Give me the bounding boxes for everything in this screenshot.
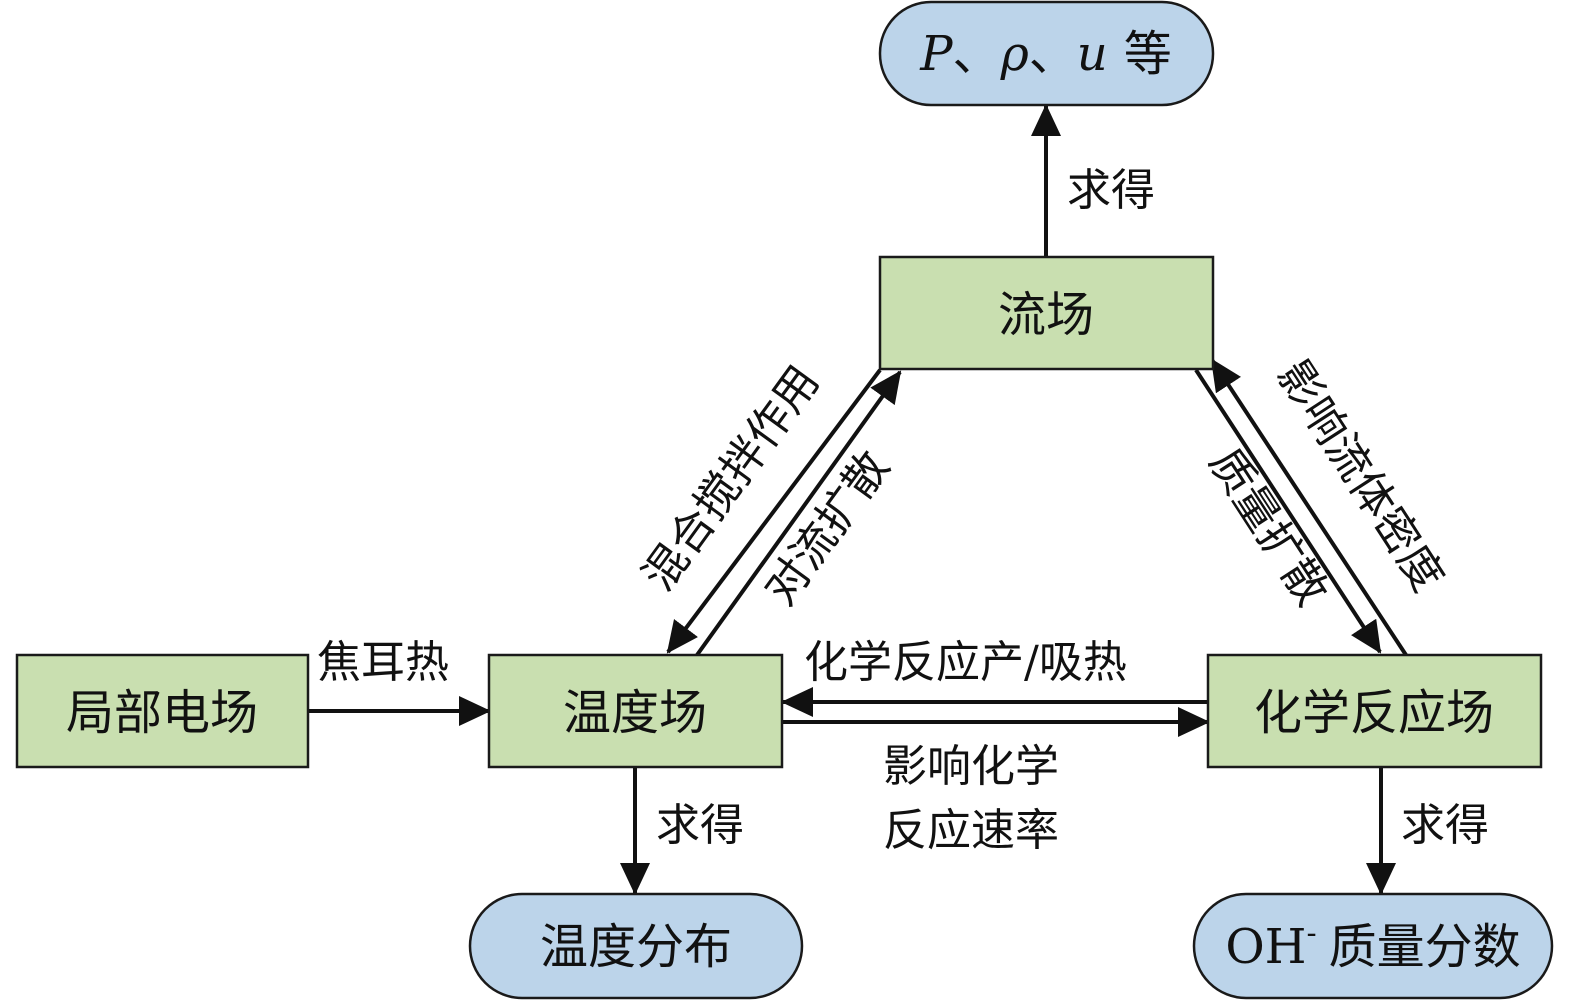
flow-result-suffix: 等	[1124, 26, 1172, 82]
temperature-distribution-pill: 温度分布	[468, 892, 804, 1000]
reaction-rate-label-line2: 反应速率	[883, 805, 1059, 856]
temperature-distribution-edge-label: 求得	[656, 800, 744, 851]
temperature-field-node: 温度场	[487, 653, 784, 769]
svg-text:P、ρ、u等: P、ρ、u等	[919, 26, 1171, 82]
edge-flow-to-temperature	[666, 368, 882, 654]
reaction-rate-label-line1: 影响化学	[883, 741, 1059, 792]
chemical-reaction-field-node: 化学反应场	[1206, 653, 1543, 769]
reaction-heat-label: 化学反应产/吸热	[804, 637, 1127, 688]
oh-charge: -	[1307, 916, 1317, 951]
oh-mass-fraction-pill: OH-质量分数	[1192, 892, 1554, 1000]
svg-text:OH-质量分数: OH-质量分数	[1225, 916, 1520, 975]
velocity-symbol: u	[1077, 26, 1108, 82]
mass-diffusion-label: 质量扩散	[1199, 439, 1338, 614]
separator: 、	[953, 26, 1001, 82]
oh-mass-fraction-suffix: 质量分数	[1329, 919, 1521, 975]
local-electric-field-label: 局部电场	[66, 685, 258, 741]
convective-diffusion-label: 对流扩散	[755, 442, 900, 614]
pressure-symbol: P	[919, 26, 953, 82]
separator: 、	[1029, 26, 1077, 82]
flow-result-edge-label: 求得	[1067, 165, 1155, 216]
local-electric-field-node: 局部电场	[15, 653, 310, 769]
mass-fraction-edge-label: 求得	[1401, 800, 1489, 851]
joule-heat-label: 焦耳热	[317, 637, 449, 688]
density-symbol: ρ	[1000, 26, 1029, 82]
edge-flow-to-reaction	[1194, 368, 1382, 654]
temperature-field-label: 温度场	[563, 685, 707, 741]
edge-reaction-to-flow	[1210, 358, 1408, 657]
edge-temperature-to-flow	[695, 370, 902, 657]
flow-field-node: 流场	[878, 255, 1215, 371]
oh-species: OH	[1225, 919, 1306, 975]
chemical-reaction-field-label: 化学反应场	[1254, 685, 1494, 741]
flow-field-label: 流场	[998, 287, 1094, 343]
temperature-distribution-label: 温度分布	[540, 919, 732, 975]
